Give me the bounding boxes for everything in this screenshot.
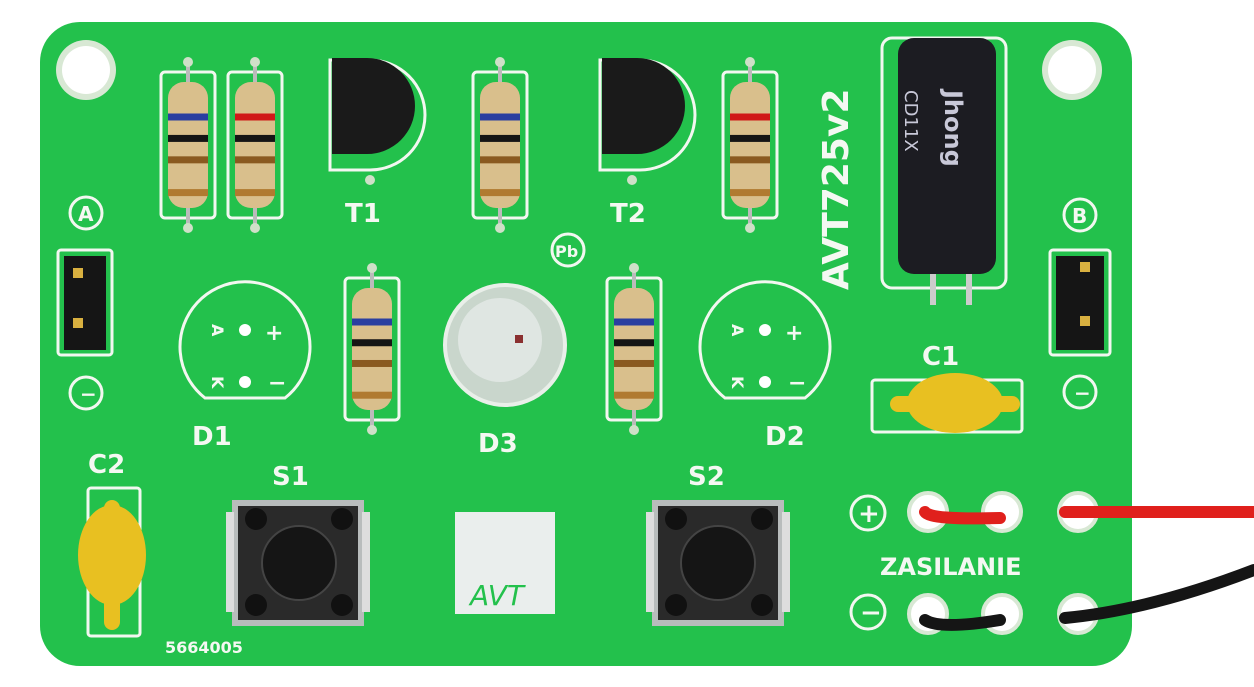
label-c1: C1 [922, 342, 959, 372]
label-d1: D1 [192, 422, 232, 452]
ceramic-capacitor-c2 [78, 500, 146, 630]
ceramic-capacitor-c1 [890, 373, 1020, 433]
svg-text:CD11X: CD11X [900, 90, 921, 152]
label-jumper-b: B [1072, 204, 1087, 228]
label-t1: T1 [345, 199, 381, 229]
jumper-a[interactable] [64, 256, 106, 350]
svg-text:+: + [785, 321, 803, 346]
label-s1: S1 [272, 462, 309, 492]
svg-text:−: − [1074, 381, 1091, 405]
resistor [471, 57, 529, 233]
red-wire [919, 506, 1254, 525]
svg-text:−: − [788, 371, 806, 396]
pb-free-icon [550, 232, 586, 268]
svg-text:−: − [80, 382, 97, 406]
label-t2: T2 [610, 199, 646, 229]
resistor [159, 57, 217, 233]
svg-text:A: A [208, 324, 227, 337]
label-s2: S2 [688, 462, 725, 492]
electrolytic-capacitor: Jhong CD11X [898, 38, 996, 305]
resistor [721, 57, 779, 233]
push-button-s1[interactable] [226, 500, 370, 626]
serial-number: 5664005 [165, 638, 243, 657]
led-d3 [443, 283, 567, 407]
svg-text:−: − [268, 371, 286, 396]
svg-text:Pb: Pb [555, 242, 578, 261]
jumper-b[interactable] [1056, 256, 1104, 350]
resistor [226, 57, 284, 233]
black-wire [919, 564, 1254, 631]
led-footprint-d2: A K + − [698, 280, 832, 400]
label-d3: D3 [478, 429, 518, 459]
minus-icon: − [860, 598, 882, 628]
transistor-t2 [598, 58, 697, 185]
svg-text:K: K [208, 376, 227, 389]
push-button-s2[interactable] [646, 500, 790, 626]
model-label: AVT725v2 [816, 89, 857, 291]
resistor [605, 263, 663, 435]
label-c2: C2 [88, 450, 125, 480]
svg-text:+: + [265, 321, 283, 346]
svg-text:AVT: AVT [468, 579, 526, 612]
svg-text:Jhong: Jhong [939, 88, 967, 167]
power-label: ZASILANIE [880, 553, 1021, 581]
svg-text:A: A [728, 324, 747, 337]
label-jumper-a: A [78, 202, 94, 226]
avt-logo [455, 512, 555, 614]
transistor-t1 [328, 58, 427, 185]
label-d2: D2 [765, 422, 805, 452]
plus-icon: + [858, 499, 880, 529]
svg-text:K: K [728, 376, 747, 389]
led-footprint-d1: A K + − [178, 280, 312, 400]
resistor [343, 263, 401, 435]
